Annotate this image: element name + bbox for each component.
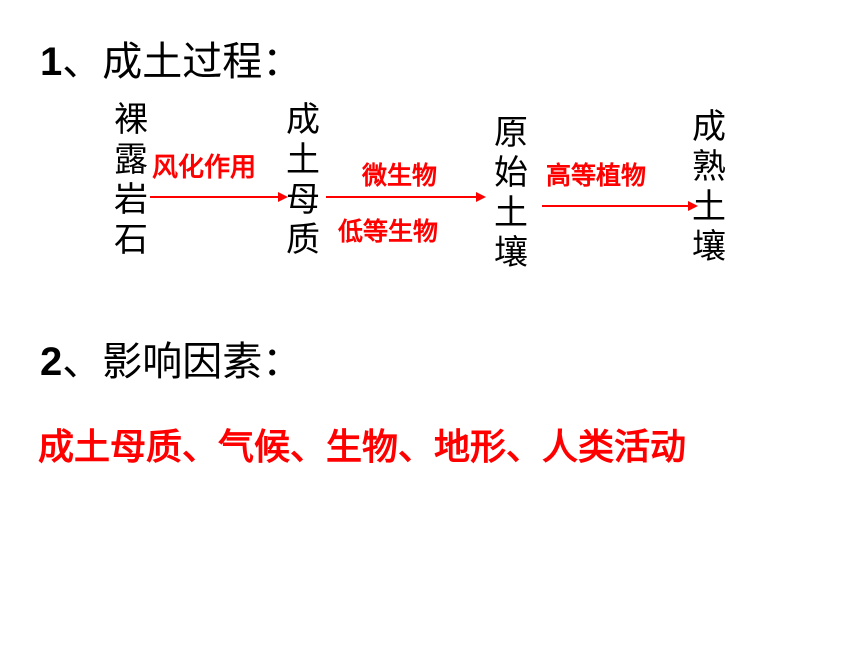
heading-process: 1、成土过程： (40, 42, 302, 82)
stage-parent-material: 成 土 母 质 (286, 103, 320, 263)
stage-char: 母 (286, 180, 320, 220)
stage-char: 岩 (114, 180, 148, 220)
arrow-icon (542, 201, 698, 211)
stage-char: 壤 (692, 227, 726, 267)
stage-original-soil: 原 始 土 壤 (494, 116, 528, 276)
label-higher-plants: 高等植物 (546, 161, 647, 190)
label-lower-organisms: 低等生物 (338, 217, 439, 246)
factors-list: 成土母质、气候、生物、地形、人类活动 (38, 427, 687, 468)
stage-char: 原 (494, 113, 528, 153)
arrow-icon (150, 192, 288, 202)
stage-char: 土 (286, 140, 320, 180)
stage-char: 成 (286, 100, 320, 140)
heading-factors: 2、影响因素： (40, 342, 302, 382)
stage-char: 裸 (114, 100, 148, 140)
stage-char: 露 (114, 140, 148, 180)
stage-char: 成 (692, 107, 726, 147)
stage-char: 土 (692, 187, 726, 227)
stage-char: 壤 (494, 233, 528, 273)
stage-char: 熟 (692, 147, 726, 187)
heading-factors-text: 、影响因素： (62, 339, 303, 385)
stage-char: 质 (286, 220, 320, 260)
stage-bare-rock: 裸 露 岩 石 (114, 103, 148, 263)
stage-mature-soil: 成 熟 土 壤 (692, 110, 726, 270)
stage-char: 始 (494, 153, 528, 193)
label-microbes: 微生物 (362, 161, 438, 190)
stage-char: 石 (114, 220, 148, 260)
label-weathering: 风化作用 (152, 153, 257, 183)
heading-process-text: 、成土过程： (62, 39, 303, 85)
heading-factors-number: 2 (40, 340, 63, 384)
stage-char: 土 (494, 193, 528, 233)
arrow-icon (326, 192, 486, 202)
heading-process-number: 1 (40, 40, 63, 84)
